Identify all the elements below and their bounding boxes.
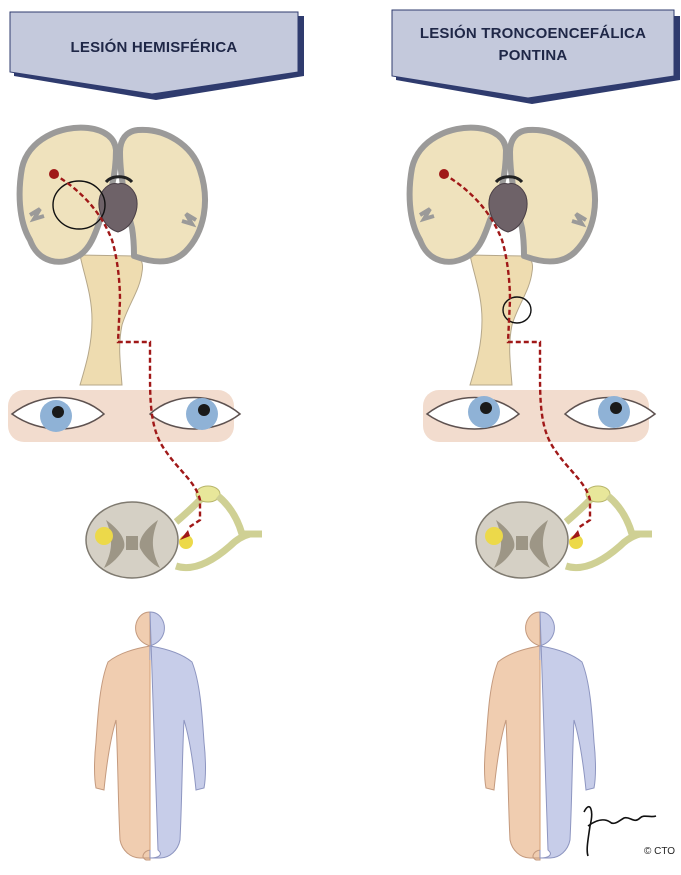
panel-title-right-line2: PONTINA xyxy=(499,47,568,64)
pathway-origin-right xyxy=(439,169,449,179)
panel-title-right-line1: LESIÓN TRONCOENCEFÁLICA xyxy=(420,24,646,42)
body-illustration-right xyxy=(485,612,596,860)
copyright-text: © CTO xyxy=(644,846,675,857)
brain-illustration-left xyxy=(20,128,205,385)
brain-illustration-right xyxy=(410,128,595,385)
banner-right: LESIÓN TRONCOENCEFÁLICA PONTINA xyxy=(392,10,680,104)
body-illustration-left xyxy=(95,612,206,860)
lesion-spot-left-a xyxy=(95,527,113,545)
panel-left: LESIÓN HEMISFÉRICA xyxy=(8,12,304,860)
pupil-left-eye1 xyxy=(52,406,64,418)
lesion-spot-right-a xyxy=(485,527,503,545)
spinal-cord-right xyxy=(476,486,652,578)
panel-right: LESIÓN TRONCOENCEFÁLICA PONTINA xyxy=(392,10,680,860)
pupil-right-eye2 xyxy=(610,402,622,414)
pupil-right-eye1 xyxy=(480,402,492,414)
pathway-origin-left xyxy=(49,169,59,179)
pupil-left-eye2 xyxy=(198,404,210,416)
spinal-cord-left xyxy=(86,486,262,578)
panel-title-left: LESIÓN HEMISFÉRICA xyxy=(71,38,238,56)
banner-left: LESIÓN HEMISFÉRICA xyxy=(10,12,304,100)
